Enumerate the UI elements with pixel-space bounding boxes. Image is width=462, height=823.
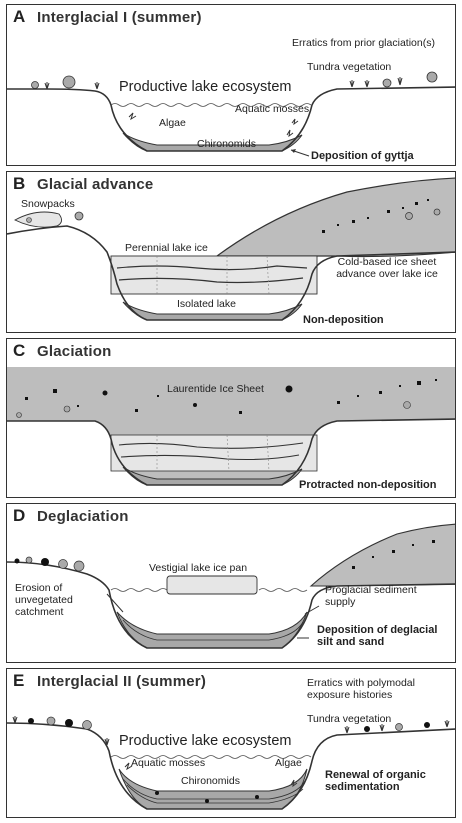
label-protracted-non-deposition: Protracted non-deposition [299, 479, 437, 491]
panel-e-letter: E [13, 671, 24, 691]
panel-e-title: Interglacial II (summer) [37, 673, 206, 690]
label-chironomids: Chironomids [197, 138, 256, 150]
label-erratics-polymodal: Erratics with polymodal exposure histori… [307, 677, 453, 701]
panel-a: A Interglacial I (summer) Erratics from … [6, 4, 456, 166]
label-snowpacks: Snowpacks [21, 198, 75, 210]
label-proglacial-supply: Proglacial sediment supply [325, 584, 445, 608]
label-erosion: Erosion of unvegetated catchment [15, 582, 103, 618]
label-deposition-gyttja: Deposition of gyttja [311, 150, 414, 162]
label-deglacial-deposition: Deposition of deglacial silt and sand [317, 624, 453, 648]
label-productive-ecosystem: Productive lake ecosystem [119, 81, 291, 93]
panel-a-title: Interglacial I (summer) [37, 9, 202, 26]
panel-c-title: Glaciation [37, 343, 112, 360]
label-aquatic-mosses: Aquatic mosses [235, 103, 309, 115]
label-algae-e: Algae [275, 757, 302, 769]
label-ice-pan: Vestigial lake ice pan [149, 562, 247, 574]
panel-a-letter: A [13, 7, 25, 27]
panel-c-letter: C [13, 341, 25, 361]
label-ice-sheet-advance: Cold-based ice sheet advance over lake i… [325, 256, 449, 280]
label-algae: Algae [159, 117, 186, 129]
label-aquatic-mosses-e: Aquatic mosses [131, 757, 205, 769]
panel-d-letter: D [13, 506, 25, 526]
label-tundra-vegetation: Tundra vegetation [307, 61, 391, 73]
label-tundra-vegetation-e: Tundra vegetation [307, 713, 391, 725]
label-isolated-lake: Isolated lake [177, 298, 236, 310]
panel-b-letter: B [13, 174, 25, 194]
panel-d: D Deglaciation Vestigial lake ice pan Er… [6, 503, 456, 663]
panel-b-title: Glacial advance [37, 176, 153, 193]
panel-c: C Glaciation Laurentide Ice Sheet Protra… [6, 338, 456, 498]
label-non-deposition: Non-deposition [303, 314, 384, 326]
label-laurentide: Laurentide Ice Sheet [167, 383, 264, 395]
label-renewal-organic: Renewal of organic sedimentation [325, 769, 451, 793]
label-perennial-lake-ice: Perennial lake ice [125, 242, 208, 254]
label-chironomids-e: Chironomids [181, 775, 240, 787]
panel-b: B Glacial advance Snowpacks Perennial la… [6, 171, 456, 333]
panel-e: E Interglacial II (summer) Erratics with… [6, 668, 456, 818]
panel-d-title: Deglaciation [37, 508, 129, 525]
label-productive-ecosystem-e: Productive lake ecosystem [119, 735, 291, 747]
label-erratics-prior: Erratics from prior glaciation(s) [292, 37, 435, 49]
panel-c-diagram [7, 339, 456, 498]
